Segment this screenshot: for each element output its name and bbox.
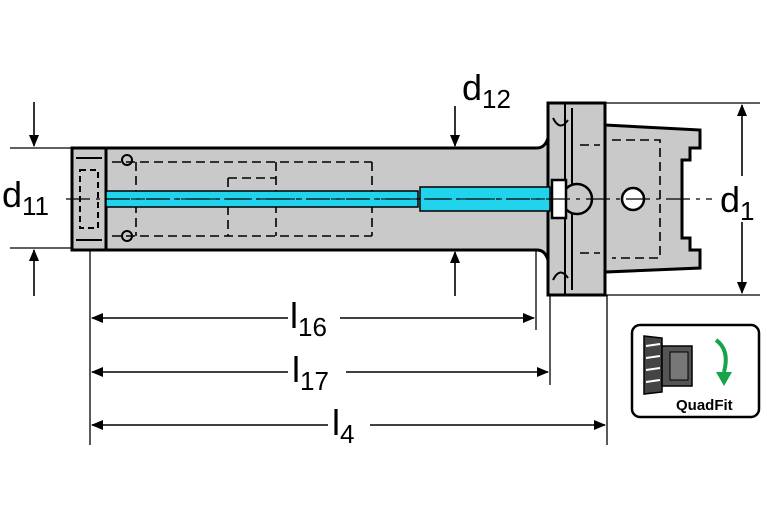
label-d12: d12 [462, 67, 511, 114]
label-d11: d11 [2, 174, 49, 221]
label-d1: d1 [720, 179, 755, 226]
quadfit-badge: QuadFit [630, 323, 761, 419]
label-l17: l17 [292, 349, 329, 396]
label-l16: l16 [290, 295, 327, 342]
tool-body [70, 101, 702, 297]
extension-lines [10, 102, 760, 445]
taper-connection [603, 123, 702, 274]
label-l4: l4 [332, 402, 354, 449]
dimension-labels: d11 d12 d1 l16 l17 l4 [2, 67, 755, 449]
dimension-arrows [29, 102, 747, 430]
quadfit-label: QuadFit [676, 397, 733, 414]
quadfit-icon [643, 335, 732, 395]
